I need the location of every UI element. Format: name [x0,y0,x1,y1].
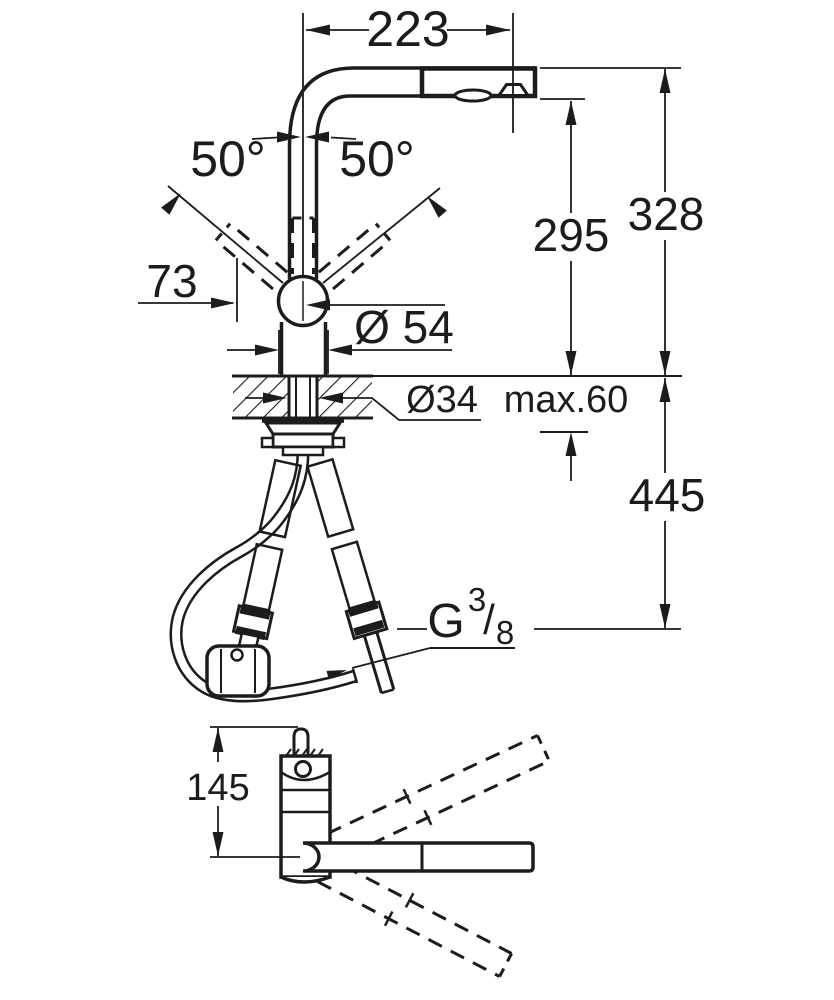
hose-collar [281,445,325,457]
spray-head-button [453,88,493,103]
mounting-hardware [260,419,346,457]
dim-label-height-top: 328 [628,188,705,240]
dim-label-counter-thickness: max.60 [504,379,629,421]
pullout-hose [169,451,359,703]
dim-height-top: 328 [628,69,705,375]
spout-swivel-down [317,864,513,978]
dim-body-diameter: Ø 54 [227,301,454,374]
side-spout-outline [302,841,535,873]
weight-body [205,644,271,698]
side-body-foot [280,875,331,884]
dim-clearance-below: 445 [628,378,706,628]
front-view: 50° 50° 223 73 [138,1,706,703]
spout-inner-outline [314,94,422,279]
weight-screw [230,648,244,662]
mounting-nut [271,432,335,449]
swivel-view: 145 [186,726,551,978]
spray-head [419,66,538,103]
dim-label-angle-left: 50° [190,131,266,187]
dim-height-underside: 295 [533,101,610,375]
thread-pipe-end [381,688,395,695]
angle-arrow [427,196,447,218]
handle-positions [214,216,392,291]
side-body-pin [294,760,312,778]
dim-label-hole-diameter: Ø34 [406,379,478,421]
dim-label-height-underside: 295 [533,209,610,261]
thread-callout: G 3 / 8 [326,581,515,680]
ball-joint [276,274,445,328]
dim-swivel-height: 145 [186,726,300,858]
pullout-hose-end [351,668,359,684]
thread-pipe-right-edge [375,631,396,690]
dim-label-swivel-height: 145 [186,767,249,809]
thread-prefix: G [427,595,464,648]
angle-arrow [305,131,329,143]
dim-spout-reach: 223 [306,1,514,133]
side-spout [302,841,535,873]
hose-weight [205,644,271,698]
angle-arrow [161,193,181,215]
thread-numerator: 3 [468,581,486,618]
dim-handle-angle: 50° 50° [161,131,447,284]
dim-label-spout-reach: 223 [366,1,449,57]
dim-label-body-diameter: Ø 54 [354,301,454,353]
dim-counter-thickness: max.60 [504,379,629,481]
pullout-hose-core [172,451,357,700]
thread-denominator: 8 [496,614,514,651]
dim-hole-diameter: Ø34 [245,379,481,421]
mounting-shank [287,376,319,420]
spout-swivel-up [326,734,551,857]
angle-arrow [277,131,301,143]
stabilizing-plate [263,421,343,436]
dim-label-clearance-below: 445 [629,469,706,521]
dim-label-angle-right: 50° [339,131,415,187]
thread-pipe-left-edge [362,635,383,694]
supply-hose-right [305,457,396,695]
dim-label-handle-offset: 73 [146,255,197,307]
dim-handle-offset: 73 [138,255,238,322]
thread-slash: / [483,596,495,643]
